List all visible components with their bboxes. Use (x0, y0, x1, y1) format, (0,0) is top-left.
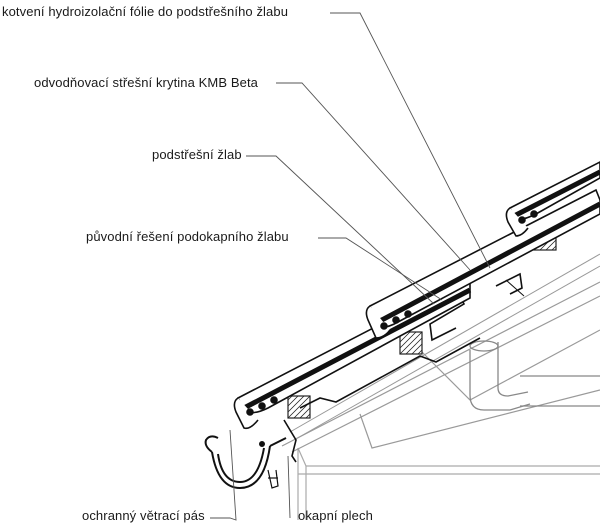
drip-edge-sheet (283, 419, 297, 463)
batten (399, 331, 423, 355)
downpipe (469, 340, 600, 411)
label-original-eaves-gutter: původní řešení podokapního žlabu (86, 229, 289, 244)
roof-tile-middle (365, 188, 600, 339)
leader-lines (210, 12, 491, 521)
label-membrane-anchoring: kotvení hydroizolační fólie do podstřešn… (2, 4, 289, 19)
soffit-lining (297, 447, 600, 520)
ventilation-strip (267, 469, 279, 489)
roof-tile-upper (505, 161, 600, 237)
batten (287, 395, 311, 419)
original-eaves-gutter (204, 435, 287, 490)
membrane-lines (289, 253, 600, 441)
label-drip-sheet: okapní plech (298, 508, 373, 523)
label-ventilation-strip: ochranný větrací pás (82, 508, 205, 523)
label-roofing-kmb-beta: odvodňovací střešní krytina KMB Beta (34, 75, 258, 90)
label-under-roof-gutter: podstřešní žlab (152, 147, 242, 162)
rafter-structure (281, 281, 600, 453)
